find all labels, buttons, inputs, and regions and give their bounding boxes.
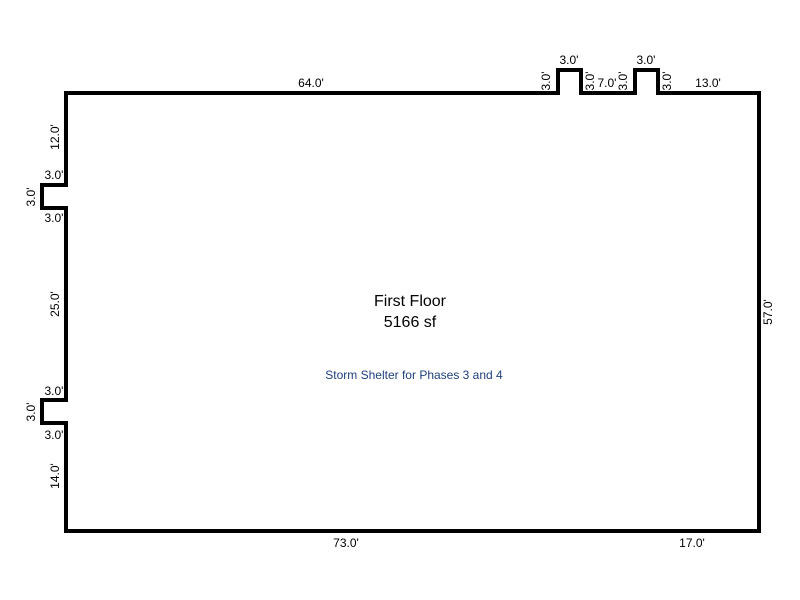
dim-top-bump1-left: 3.0' (539, 72, 553, 91)
dim-right: 57.0' (761, 299, 775, 325)
dim-left-bump1-bottom: 3.0' (45, 211, 64, 225)
dim-top-bump1-right: 3.0' (583, 72, 597, 91)
floor-outline (40, 68, 761, 533)
dim-left-bottom: 14.0' (48, 463, 62, 489)
dim-top-right: 13.0' (695, 76, 721, 90)
dim-left-top: 12.0' (48, 124, 62, 150)
floor-title: First Floor (374, 293, 447, 310)
dim-left-bump2-depth: 3.0' (24, 403, 38, 422)
dim-left-bump1-top: 3.0' (45, 168, 64, 182)
dim-left-bump1-depth: 3.0' (24, 188, 38, 207)
floor-area: 5166 sf (384, 314, 437, 331)
dim-top-bump1-width: 3.0' (560, 53, 579, 67)
dim-top-between: 7.0' (598, 76, 617, 90)
dim-bottom-right: 17.0' (679, 536, 705, 550)
dim-bottom-main: 73.0' (333, 536, 359, 550)
dim-left-bump2-top: 3.0' (45, 384, 64, 398)
dim-left-mid: 25.0' (48, 291, 62, 317)
storm-shelter-note: Storm Shelter for Phases 3 and 4 (325, 368, 503, 382)
dim-top-bump2-right: 3.0' (660, 72, 674, 91)
dim-top-bump2-left: 3.0' (616, 72, 630, 91)
dim-top-bump2-width: 3.0' (637, 53, 656, 67)
dim-left-bump2-bottom: 3.0' (45, 428, 64, 442)
dim-top-main: 64.0' (298, 76, 324, 90)
